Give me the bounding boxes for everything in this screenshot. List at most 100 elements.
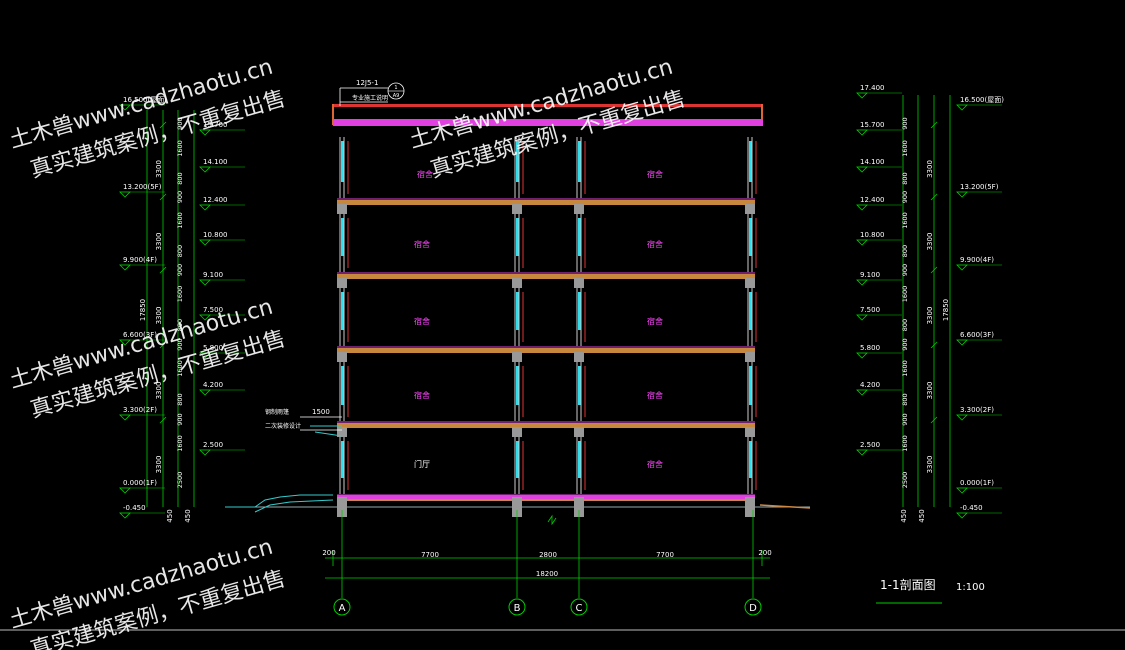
tick (930, 416, 938, 424)
level-text: 5.800 (860, 344, 880, 352)
segment-dim: 900 (901, 338, 909, 350)
level-triangle (956, 104, 968, 111)
level-text: 15.700 (203, 121, 228, 129)
right-ground (759, 504, 811, 509)
level-triangle (119, 191, 131, 198)
scale-text: 1:100 (956, 582, 985, 593)
left-level-marks: 16.500(屋面)13.200(5F)9.900(4F)6.600(3F)3.… (119, 96, 167, 519)
level-text: 14.100 (203, 158, 228, 166)
window-glass (749, 218, 752, 256)
level-text: 4.200 (860, 381, 880, 389)
axis-label: B (514, 603, 521, 614)
segment-dim: 800 (176, 393, 184, 405)
room-label: 宿舍 (647, 390, 663, 400)
right-dimensions: 17850 (902, 95, 951, 507)
room-label: 宿舍 (414, 239, 430, 249)
level-text: 9.100 (860, 271, 880, 279)
segment-dim: 2500 (901, 472, 909, 489)
tick (159, 416, 167, 424)
segment-dim: 1600 (901, 286, 909, 303)
window-glass (749, 441, 752, 478)
room-labels: 宿舍 宿舍 宿舍 宿舍 宿舍 宿舍 宿舍 宿舍 门厅 宿舍 (414, 169, 663, 469)
exterior-steps-2 (254, 499, 334, 513)
room-label: 宿舍 (647, 316, 663, 326)
segment-dim: 900 (176, 264, 184, 276)
beam (512, 427, 522, 437)
segment-dim: 1600 (176, 286, 184, 303)
level-text: 17.400 (860, 84, 885, 92)
segment-dim: 1600 (901, 212, 909, 229)
segment-dim: 900 (176, 191, 184, 203)
level-triangle (956, 339, 968, 346)
segment-dim: 900 (901, 264, 909, 276)
level-triangle (199, 279, 211, 286)
base-dim: 450 (900, 509, 908, 522)
level-text: 6.600(3F) (123, 331, 157, 339)
level-triangle (199, 166, 211, 173)
level-text: 12.400 (860, 196, 885, 204)
dim-text: 200 (322, 549, 335, 557)
left-dimensions: 17850 (139, 110, 195, 507)
window-glass (578, 218, 581, 256)
parapet-top (333, 104, 763, 107)
storey-dim: 3300 (155, 160, 163, 178)
beam (512, 352, 522, 362)
level-triangle (856, 129, 868, 136)
level-text: 0.000(1F) (960, 479, 994, 487)
level-text: 15.700 (860, 121, 885, 129)
level-text: 13.200(5F) (960, 183, 999, 191)
room-label: 宿舍 (414, 316, 430, 326)
base-dim: 450 (166, 509, 174, 522)
level-text: 16.500(屋面) (123, 96, 167, 104)
level-triangle (119, 414, 131, 421)
window-glass (341, 292, 344, 330)
level-text: -0.450 (960, 504, 983, 512)
axis-label: C (576, 603, 583, 614)
axis-label: D (749, 603, 757, 614)
ground-slab (337, 495, 755, 499)
level-triangle (199, 449, 211, 456)
beam (745, 427, 755, 437)
storey-dim: 3300 (155, 233, 163, 251)
axis-label: A (339, 603, 346, 614)
footing (745, 497, 755, 517)
room-label: 宿舍 (417, 169, 433, 179)
segment-dim: 1600 (176, 140, 184, 157)
level-triangle (119, 512, 131, 519)
storey-dim: 3300 (926, 307, 934, 325)
level-text: 16.500(屋面) (960, 96, 1004, 104)
beam (745, 278, 755, 288)
segment-dim: 800 (176, 245, 184, 257)
beam (574, 204, 584, 214)
level-text: 4.200 (203, 381, 223, 389)
beam (745, 204, 755, 214)
right-segment-dims: 9001600800900160080090016008009001600800… (901, 117, 909, 488)
level-triangle (199, 204, 211, 211)
base-dim: 450 (918, 509, 926, 522)
tick (930, 341, 938, 349)
callout-ref: 12J5-1 (356, 79, 378, 87)
window-glass (341, 218, 344, 256)
window-glass (516, 292, 519, 330)
canopy: 钢制雨篷 二次装修设计 1500 (265, 408, 343, 437)
segment-dim: 800 (901, 172, 909, 184)
detail-callout: 12J5-1 1 A9 专业施工说明 (339, 79, 405, 106)
level-text: 10.800 (860, 231, 885, 239)
window-glass (578, 441, 581, 478)
segment-dim: 800 (901, 393, 909, 405)
tick (930, 121, 938, 129)
floor-slab (337, 200, 755, 205)
level-triangle (199, 389, 211, 396)
title-text: 1-1剖面图 (880, 578, 936, 592)
room-label: 宿舍 (647, 169, 663, 179)
level-triangle (856, 204, 868, 211)
level-text: 6.600(3F) (960, 331, 994, 339)
beam (337, 352, 347, 362)
right-level-marks: 16.500(屋面)13.200(5F)9.900(4F)6.600(3F)3.… (956, 96, 1004, 519)
segment-dim: 900 (176, 338, 184, 350)
window-glass (516, 366, 519, 405)
level-triangle (856, 314, 868, 321)
segment-dim: 1600 (176, 435, 184, 452)
